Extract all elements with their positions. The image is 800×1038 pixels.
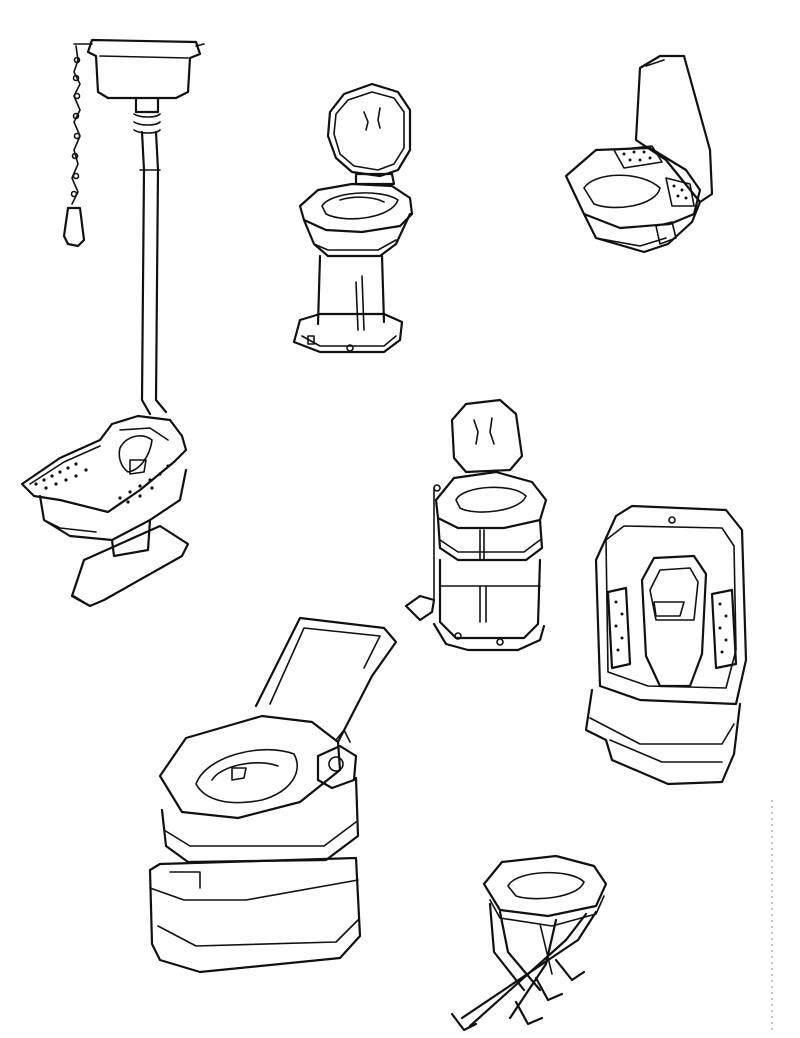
high-tank-toilet-sketch [20,38,205,608]
folding-stool-sketch [450,854,608,1032]
compact-toilet-sketch [404,398,548,652]
wall-hung-toilet-sketch [564,54,714,254]
portable-toilet-sketch [148,616,398,974]
pedestal-toilet-sketch [292,82,414,354]
squat-plate-sketch [584,504,748,786]
